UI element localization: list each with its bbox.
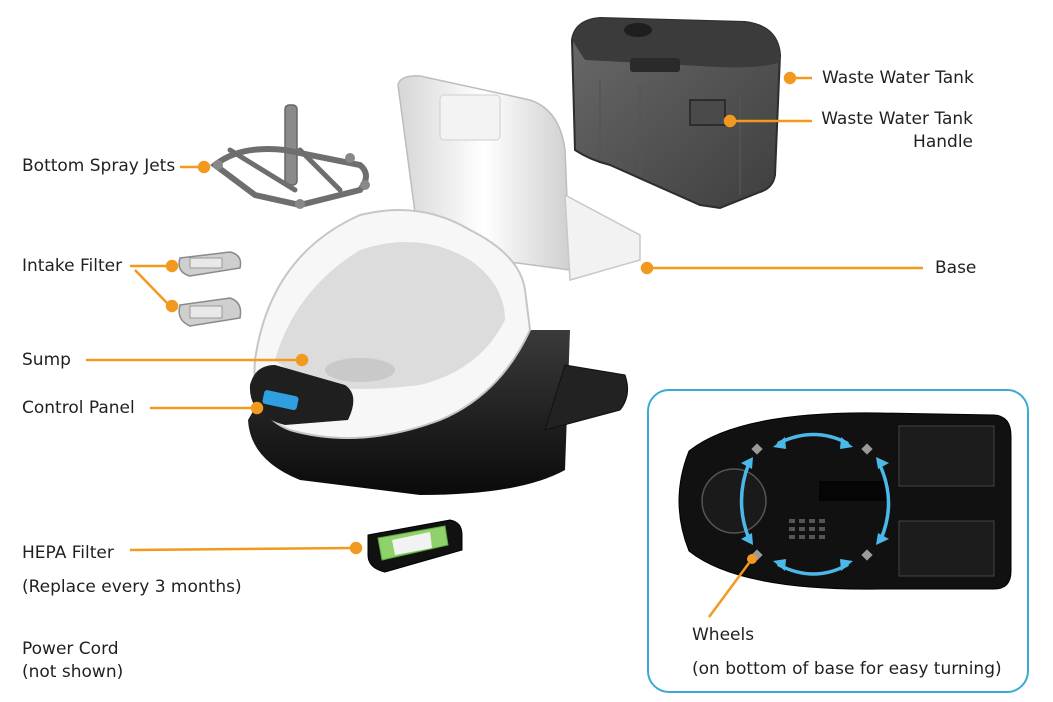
- intake-filter-image: [179, 252, 240, 326]
- label-intake-filter: Intake Filter: [22, 255, 122, 277]
- label-waste-water-tank-handle-line2: Handle: [913, 131, 973, 153]
- label-power-cord: Power Cord: [22, 638, 119, 660]
- label-bottom-spray-jets: Bottom Spray Jets: [22, 155, 175, 177]
- label-base: Base: [935, 257, 976, 279]
- label-hepa-filter: HEPA Filter: [22, 542, 114, 564]
- label-power-cord-note: (not shown): [22, 661, 123, 683]
- label-waste-water-tank: Waste Water Tank: [822, 67, 974, 89]
- hepa-filter-image: [368, 520, 462, 572]
- bottom-spray-jets-image: [213, 105, 370, 209]
- label-hepa-note: (Replace every 3 months): [22, 576, 242, 598]
- base-bottom-image: [649, 391, 1027, 691]
- wheels-inset: [647, 389, 1029, 693]
- label-control-panel: Control Panel: [22, 397, 135, 419]
- label-wheels: Wheels: [692, 624, 754, 646]
- waste-water-tank-image: [572, 18, 780, 208]
- label-wheels-note: (on bottom of base for easy turning): [692, 658, 1002, 680]
- label-waste-water-tank-handle-line1: Waste Water Tank: [821, 108, 973, 130]
- label-sump: Sump: [22, 349, 71, 371]
